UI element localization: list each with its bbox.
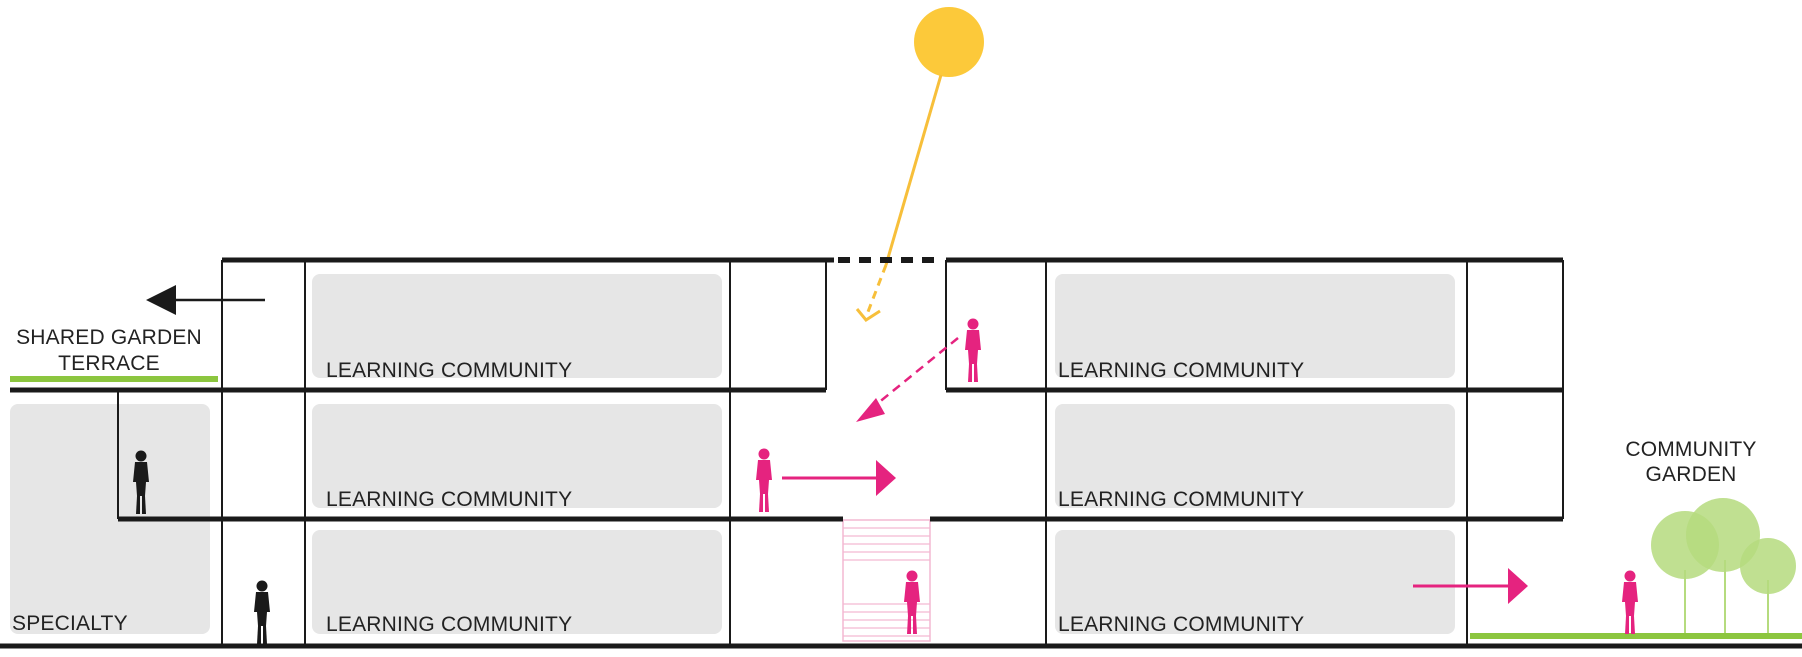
stair xyxy=(842,519,931,642)
sun-ray xyxy=(855,74,943,322)
community-garden-label-line1: COMMUNITY xyxy=(1625,438,1756,461)
garden-ground xyxy=(1470,633,1802,639)
person-icon xyxy=(756,448,772,512)
tree-icon xyxy=(1651,498,1796,633)
specialty-label: SPECIALTY xyxy=(12,612,128,635)
arrow-icon xyxy=(146,285,265,315)
learning-community-label: LEARNING COMMUNITY xyxy=(1058,359,1304,382)
person-icon xyxy=(1622,570,1638,634)
sun-icon xyxy=(914,7,984,77)
learning-community-label: LEARNING COMMUNITY xyxy=(1058,488,1304,511)
shared-garden-label-line1: SHARED GARDEN xyxy=(16,326,202,349)
learning-community-label: LEARNING COMMUNITY xyxy=(326,359,572,382)
movement-arrows xyxy=(782,337,1528,604)
learning-community-label: LEARNING COMMUNITY xyxy=(326,613,572,636)
terrace-green xyxy=(10,376,218,382)
building-structure xyxy=(0,257,1802,649)
shared-garden-label-line2: TERRACE xyxy=(58,352,160,375)
room-panels xyxy=(10,274,1455,634)
community-garden-label-line2: GARDEN xyxy=(1645,463,1736,486)
learning-community-label: LEARNING COMMUNITY xyxy=(1058,613,1304,636)
learning-community-label: LEARNING COMMUNITY xyxy=(326,488,572,511)
person-icon xyxy=(254,580,270,644)
person-icon xyxy=(965,318,981,382)
